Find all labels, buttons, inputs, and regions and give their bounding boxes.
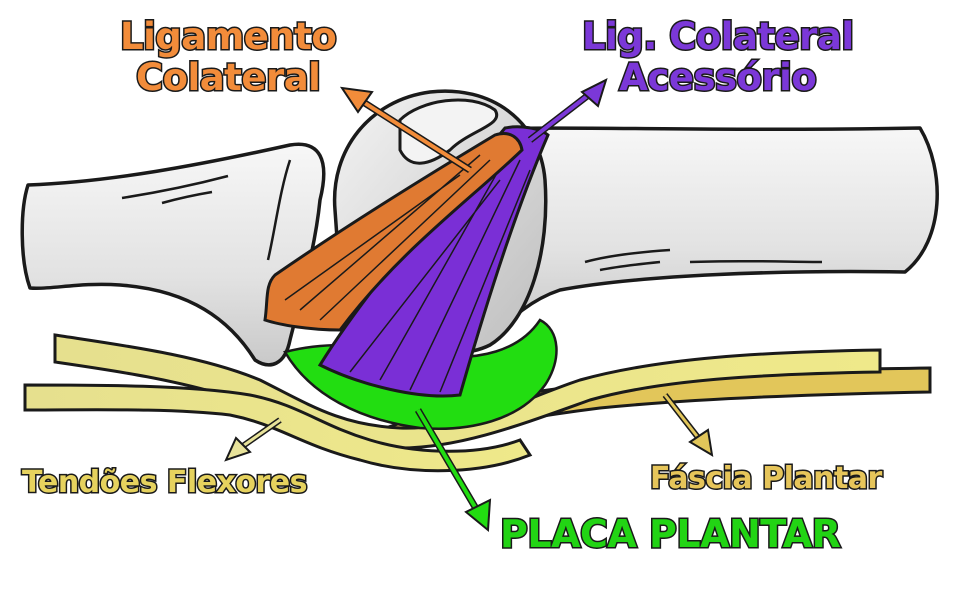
accessory-ligament-fibers (349, 149, 531, 393)
label-plantar-fascia: Fáscia Plantar (649, 460, 884, 496)
flexor-tendon-lower (23, 383, 533, 473)
bone-detail-lines (121, 159, 823, 272)
collateral-ligament-fibers (284, 154, 491, 321)
label-line: Colateral (134, 55, 322, 100)
label-collateral-ligament: Ligamento Colateral (118, 14, 338, 100)
arrow-collateral-ligament (339, 86, 472, 173)
label-line: Acessório (618, 55, 818, 100)
label-flexor-tendons: Tendões Flexores (21, 464, 310, 500)
arrow-plantar-fascia (662, 393, 714, 457)
metatarsal-head-cap (398, 98, 499, 165)
label-accessory-collateral-ligament: Lig. Colateral Acessório (581, 14, 856, 100)
metatarsal-shaft (20, 142, 326, 367)
arrow-plantar-plate (414, 408, 492, 533)
label-line: Ligamento (118, 14, 338, 59)
label-line: Lig. Colateral (581, 14, 856, 59)
arrow-flexor-tendons (224, 417, 282, 462)
proximal-phalanx (468, 126, 939, 332)
collateral-ligament (263, 132, 524, 332)
arrow-accessory-ligament (527, 78, 608, 143)
label-plantar-plate: PLACA PLANTAR (498, 511, 842, 556)
